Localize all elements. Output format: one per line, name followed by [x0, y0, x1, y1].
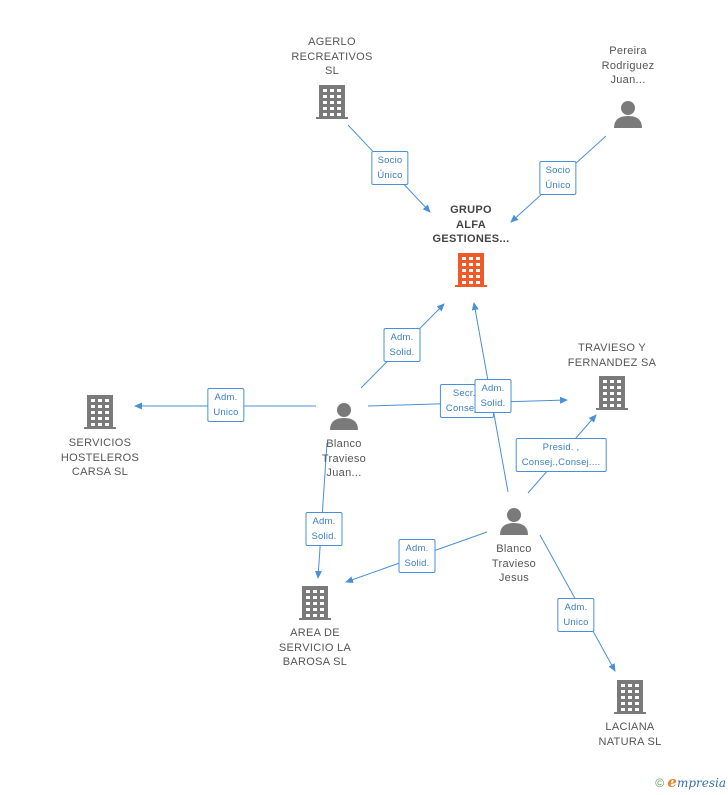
building-icon-servicios-hosteleros[interactable]	[84, 395, 116, 429]
node-label-travieso-fernandez[interactable]: TRAVIESO Y FERNANDEZ SA	[567, 342, 657, 369]
person-icon-blanco-jesus[interactable]	[500, 508, 528, 535]
node-label-blanco-jesus[interactable]: Blanco Travieso Jesus	[491, 543, 537, 584]
node-label-area-servicio[interactable]: AREA DE SERVICIO LA BAROSA SL	[278, 627, 352, 668]
building-icon-laciana[interactable]	[614, 680, 646, 714]
node-label-blanco-juan[interactable]: Blanco Travieso Juan...	[321, 438, 367, 479]
edge-label-agerlo-to-grupo-alfa[interactable]: Socio Único	[371, 151, 409, 185]
node-label-grupo-alfa[interactable]: GRUPO ALFA GESTIONES...	[432, 204, 510, 245]
edge-blanco-juan-to-area-servicio	[314, 442, 328, 579]
edge-label-blanco-jesus-to-laciana[interactable]: Adm. Unico	[557, 598, 595, 632]
edge-label-blanco-juan-to-grupo-alfa[interactable]: Adm. Solid.	[383, 328, 421, 362]
edge-label-blanco-juan-to-area-servicio[interactable]: Adm. Solid.	[305, 512, 343, 546]
building-icon-area-servicio[interactable]	[299, 586, 331, 620]
edge-label-blanco-juan-to-servicios-hosteleros[interactable]: Adm. Unico	[207, 388, 245, 422]
node-label-laciana[interactable]: LACIANA NATURA SL	[598, 721, 662, 748]
copyright-symbol: ©	[655, 776, 665, 790]
building-icon-travieso-fernandez[interactable]	[596, 376, 628, 410]
edge-label-blanco-jesus-to-area-servicio[interactable]: Adm. Solid.	[398, 539, 436, 573]
edge-label-blanco-jesus-to-grupo-alfa[interactable]: Adm. Solid.	[474, 379, 512, 413]
person-icon-blanco-juan[interactable]	[330, 403, 358, 430]
node-label-pereira[interactable]: Pereira Rodriguez Juan...	[601, 45, 655, 86]
empresia-logo: empresia	[667, 773, 726, 791]
building-icon-agerlo[interactable]	[316, 85, 348, 119]
node-label-servicios-hosteleros[interactable]: SERVICIOS HOSTELEROS CARSA SL	[60, 437, 140, 478]
edge-label-pereira-to-grupo-alfa[interactable]: Socio Único	[539, 161, 577, 195]
footer-brand: © empresia	[655, 773, 726, 791]
node-label-agerlo[interactable]: AGERLO RECREATIVOS SL	[291, 36, 373, 77]
edge-label-blanco-jesus-to-travieso-fernandez[interactable]: Presid. , Consej.,Consej....	[515, 438, 607, 472]
building-icon-grupo-alfa[interactable]	[455, 253, 487, 287]
person-icon-pereira[interactable]	[614, 101, 642, 128]
